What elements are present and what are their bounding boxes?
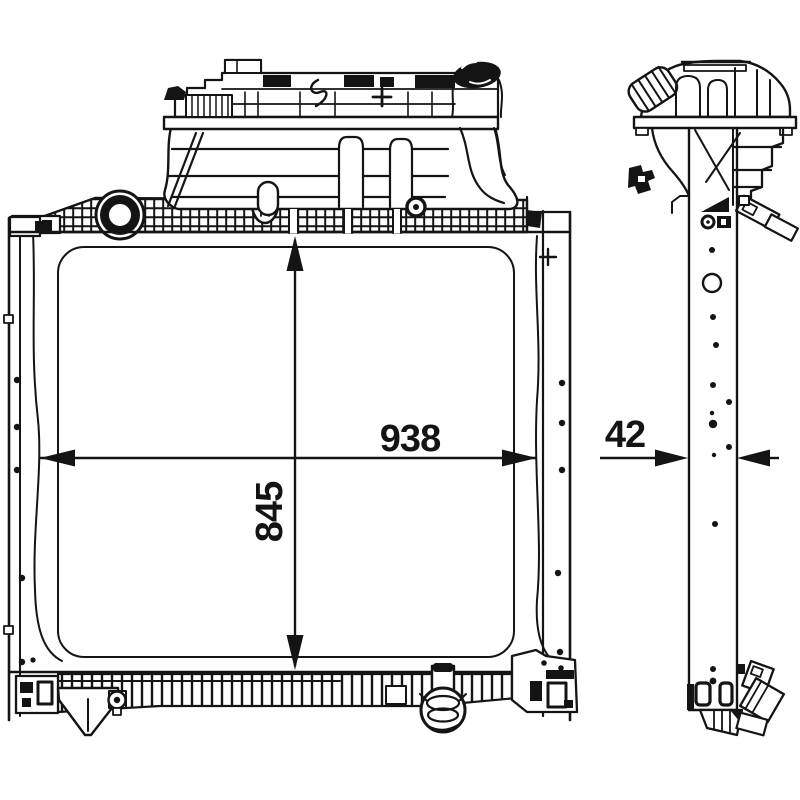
front-left-side-member bbox=[3, 215, 63, 722]
front-right-side-member bbox=[525, 209, 572, 722]
arrowhead-left-icon bbox=[40, 449, 75, 467]
radiator-side-view bbox=[627, 59, 799, 737]
dimension-height-845: 845 bbox=[249, 236, 304, 670]
dimension-annotations: 938 845 42 bbox=[40, 236, 779, 670]
front-core bbox=[7, 230, 572, 674]
side-top-right-bracket bbox=[734, 194, 799, 242]
front-bottom-tank bbox=[14, 648, 579, 737]
tank-stems bbox=[288, 208, 402, 234]
bottom-outlet-pipe bbox=[419, 663, 467, 734]
dimension-depth-42: 42 bbox=[600, 414, 779, 467]
drain-funnel bbox=[56, 686, 121, 737]
dimension-width-938: 938 bbox=[40, 418, 537, 467]
arrowhead-left-icon bbox=[737, 449, 770, 467]
front-bottom-left-bracket bbox=[14, 674, 60, 715]
drain-valve bbox=[107, 690, 127, 716]
dimension-width-label: 938 bbox=[380, 418, 440, 460]
arrowhead-right-icon bbox=[502, 449, 537, 467]
header-boss bbox=[94, 189, 146, 241]
dimension-height-label: 845 bbox=[249, 481, 291, 542]
arrowhead-right-icon bbox=[655, 449, 688, 467]
arrowhead-down-icon bbox=[286, 635, 304, 670]
side-column bbox=[687, 126, 739, 712]
arrowhead-up-icon bbox=[286, 236, 304, 271]
dimension-depth-label: 42 bbox=[605, 414, 645, 456]
tank-cap-side bbox=[627, 65, 679, 113]
radiator-front-view bbox=[3, 58, 579, 737]
expansion-tank-front bbox=[162, 58, 519, 234]
front-bottom-right-bracket bbox=[510, 648, 579, 714]
tank-ribbed-box bbox=[185, 94, 233, 118]
side-bottom-bracket bbox=[698, 659, 786, 737]
expansion-tank-side bbox=[627, 59, 799, 242]
